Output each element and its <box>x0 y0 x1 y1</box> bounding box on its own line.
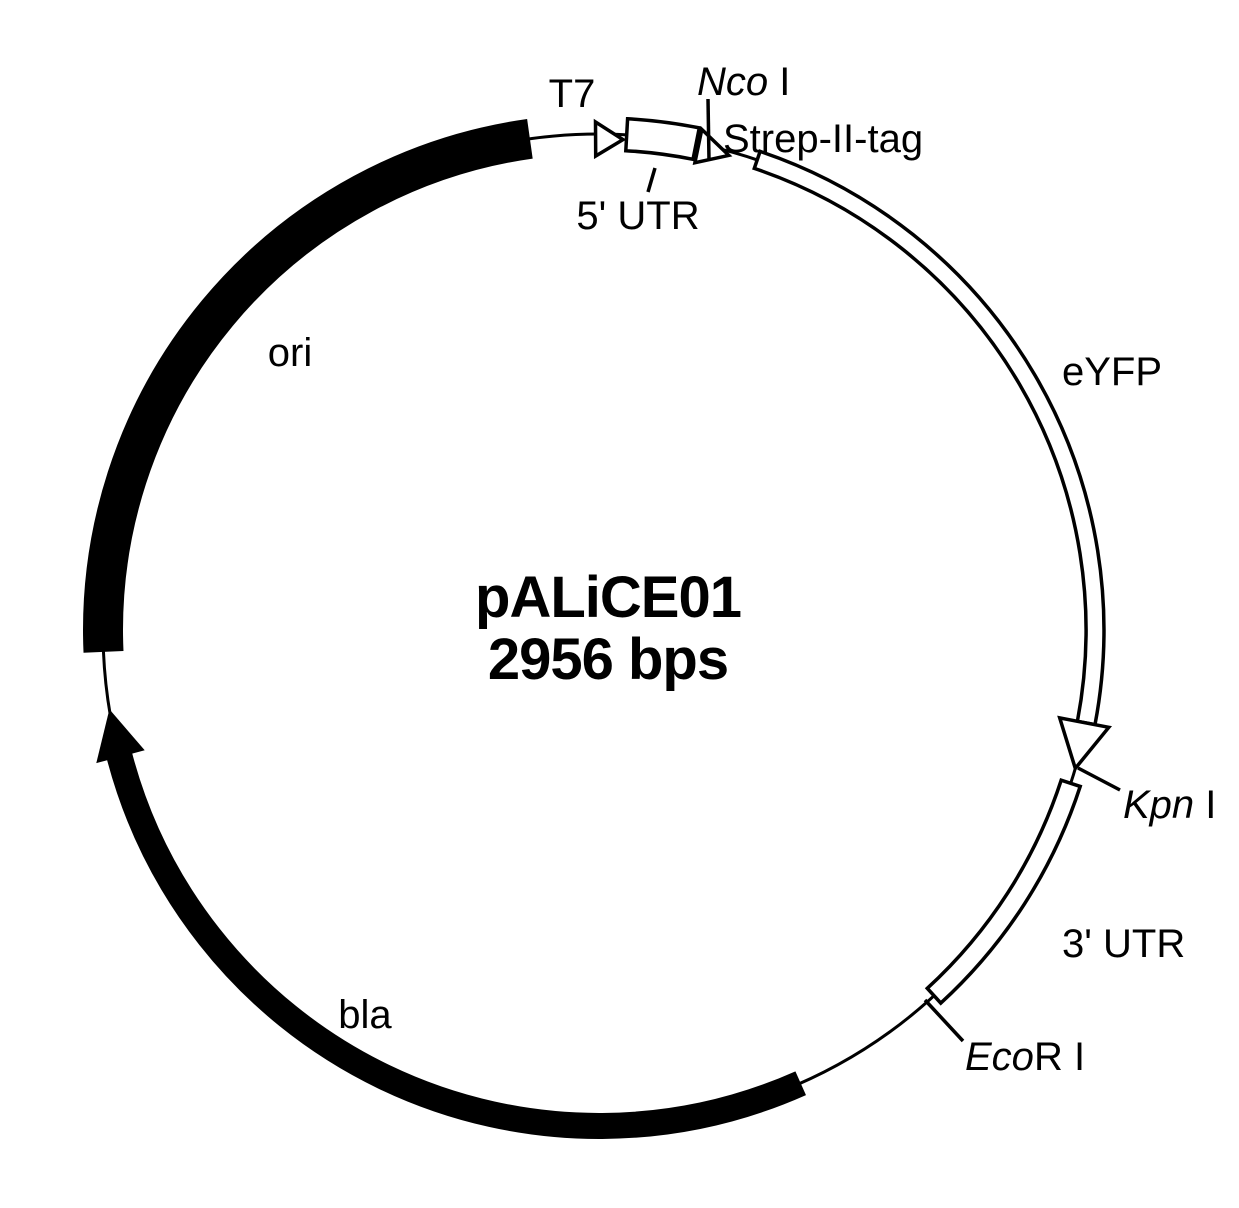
kpni-label: Kpn I <box>1123 783 1216 827</box>
plasmid-title: pALiCE01 <box>475 565 741 630</box>
ncoi-tick <box>706 98 711 161</box>
plasmid-size: 2956 bps <box>488 627 728 692</box>
ori-label: ori <box>268 331 312 375</box>
ncoi-label-rest: I <box>768 60 790 104</box>
t7-label: T7 <box>549 72 596 116</box>
t7-promoter-arrow-icon <box>593 118 627 160</box>
utr5-box <box>623 116 702 162</box>
kpni-label-rest: I <box>1194 783 1216 827</box>
kpni-tick <box>1077 766 1121 792</box>
ncoi-label-italic: Nco <box>697 60 768 104</box>
strep-label: Strep-II-tag <box>723 117 923 161</box>
utr5-tick <box>646 167 657 193</box>
ecori-label-italic: Eco <box>965 1035 1034 1079</box>
ecori-label: EcoR I <box>965 1035 1085 1079</box>
ecori-tick <box>923 998 965 1043</box>
ecori-label-rest: R I <box>1034 1035 1085 1079</box>
eyfp-band <box>752 149 1106 727</box>
utr5-label: 5' UTR <box>576 194 699 238</box>
eyfp-label: eYFP <box>1062 350 1162 394</box>
bla-arrowhead-icon <box>96 709 145 764</box>
bla-arc <box>106 751 806 1139</box>
bla-label: bla <box>338 993 392 1037</box>
ncoi-label: Nco I <box>697 60 790 104</box>
utr3-label: 3' UTR <box>1062 922 1185 966</box>
utr3-band <box>924 777 1083 1006</box>
kpni-label-italic: Kpn <box>1123 783 1194 827</box>
eyfp-arrowhead-icon <box>1057 715 1113 773</box>
strep-promoter-arrow-icon <box>692 125 733 165</box>
ori-arc <box>83 118 533 653</box>
